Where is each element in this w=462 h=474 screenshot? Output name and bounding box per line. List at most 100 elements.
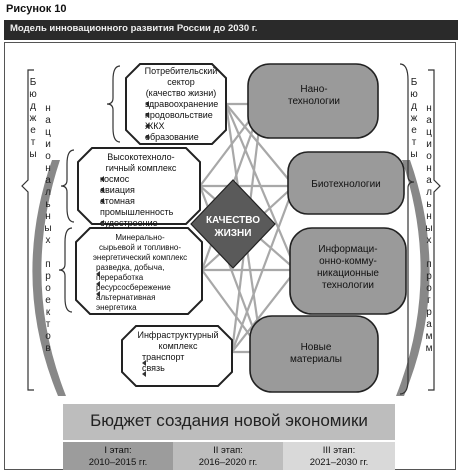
stage-3-period: 2021–2030 гг. [309,457,369,468]
left-budget-letter: ы [29,149,37,160]
right-programs-letter: м [425,331,433,342]
right-programs-letter: н [426,163,432,174]
tech-box-materials [249,315,379,393]
sector-item: связь [142,363,165,373]
left-projects-letter: х [45,235,51,246]
left-budget-letter: т [30,137,36,148]
sector-octagon-hightech [77,147,201,225]
stage-2: II этап: 2016–2020 гг. [173,442,283,470]
sector-item: ЖКХ [145,121,165,131]
sector-title-line: Потребительский [144,66,218,76]
tech-bio-label: Биотехнологии [294,179,398,191]
sector-title-line: Высокотехноло- [107,152,175,162]
sector-title-line: Минерально- [115,233,165,242]
sector-title-line: гичный комплекс [105,163,177,173]
tech-label-line: Биотехнологии [311,179,381,190]
stage-3: III этап: 2021–2030 гг. [283,442,395,470]
left-projects-letter: к [45,307,51,318]
tech-label-line: технологии [287,96,340,107]
left-projects-letter: е [45,295,51,306]
left-projects-letter: п [45,259,51,270]
right-programs-letter: р [426,307,432,318]
left-budget-letter: д [30,101,36,112]
sector-item: судостроение [100,218,158,228]
right-programs-letter: о [426,151,432,162]
right-programs-letter: н [426,211,432,222]
stage-3-name: III этап: [322,445,356,456]
figure-label: Рисунок 10 [6,3,67,15]
left-projects-letter: ц [45,127,51,138]
left-projects-letter: н [45,211,51,222]
brace-sector-3 [58,227,73,313]
stage-2-name: II этап: [213,445,243,456]
right-programs-letter: ы [425,223,433,234]
left-projects-letter: и [45,139,51,150]
stage-2-period: 2016–2020 гг. [198,457,258,468]
sector-octagon-energy [75,227,203,315]
left-curved-arrow [32,160,66,396]
right-programs-letter [423,247,435,259]
sector-item: авиация [100,185,135,195]
stage-1: I этап: 2010–2015 гг. [63,442,173,470]
diagram-title: Модель инновационного развития России до… [10,23,258,34]
right-programs-letter: и [426,139,432,150]
quality-of-life-diamond [190,179,276,269]
sector-item: энергетика [96,303,137,312]
left-outer-brace [21,69,34,391]
left-projects-letter: о [45,283,51,294]
right-programs-letter: р [426,271,432,282]
sector-energy-text: Минерально-сырьевой и топливно-энергетич… [78,233,202,313]
left-projects-letter: т [45,319,51,330]
bullet-marks [96,101,149,377]
right-budget-letter: ж [410,113,418,124]
quality-of-life-label: КАЧЕСТВО ЖИЗНИ [203,214,263,240]
sector-item: транспорт [142,352,185,362]
right-programs-letter: а [426,319,432,330]
tech-nano-label: Нано-технологии [262,84,366,108]
right-programs-letter: а [426,115,432,126]
sector-item: здравоохранение [145,99,219,109]
tech-box-ict [289,227,407,315]
left-projects-letter: ь [45,199,51,210]
left-projects-letter: ы [44,223,52,234]
brace-sector-1 [106,65,121,143]
sector-item: образование [145,132,199,142]
right-programs-letter: л [426,187,432,198]
right-budget-letter: Б [410,77,418,88]
sector-title-line: комплекс [158,341,198,351]
title-bar [4,20,458,40]
right-programs-letter: п [426,259,432,270]
left-projects-letter: н [45,103,51,114]
sector-item: ресурсосбережение [96,283,171,292]
left-budget-letter: Б [29,77,37,88]
right-programs-letter: о [426,283,432,294]
brace-tech-right [399,63,415,395]
tech-box-nano [247,63,379,139]
sector-title-line: сырьевой и топливно- [98,243,182,252]
right-programs-letter: г [427,295,431,306]
right-programs-letter: х [426,235,432,246]
sector-title-line: (качество жизни) [145,88,217,98]
left-projects-letter: а [45,175,51,186]
right-programs-letter: а [426,175,432,186]
budget-title: Бюджет создания новой экономики [90,411,368,430]
right-programs-letter: ь [426,199,432,210]
right-budget-letter: д [411,101,417,112]
brace-sector-2 [60,149,75,223]
tech-box-bio [287,151,405,215]
right-programs-letter: ц [426,127,432,138]
sector-item: продовольствие [145,110,213,120]
budget-bar [63,404,395,440]
right-budget-letter: т [411,137,417,148]
left-budget-letter: ж [29,113,37,124]
sector-octagon-consumer [125,63,227,145]
left-budget-letter: ю [29,89,37,100]
